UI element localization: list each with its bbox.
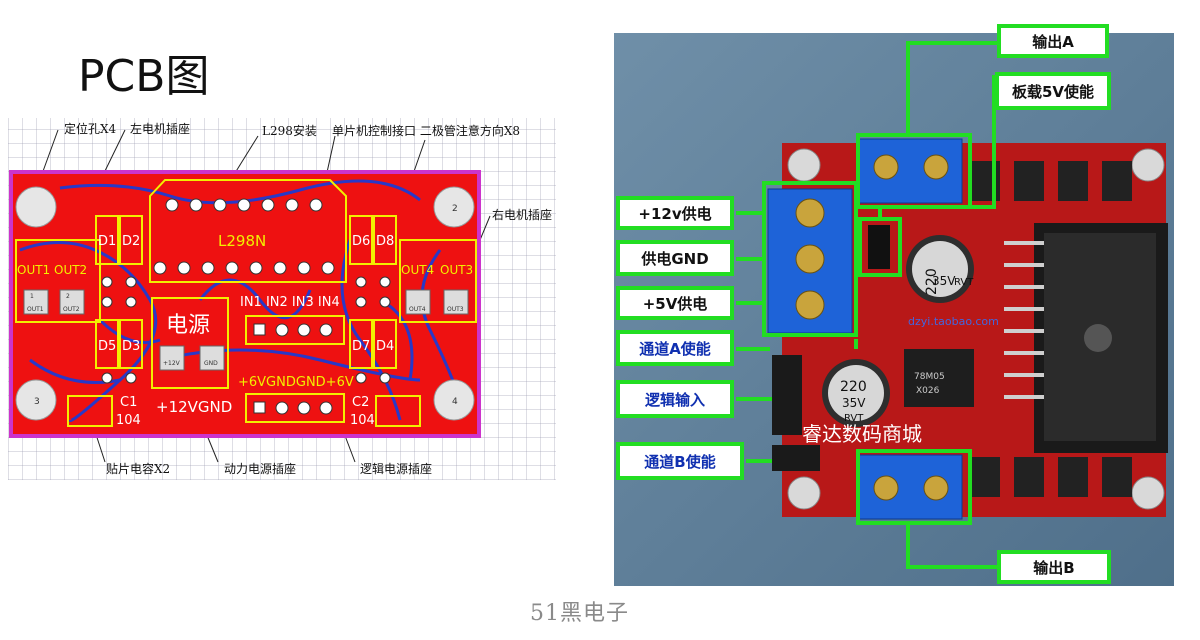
logic-input-header (772, 355, 802, 435)
smd-diodes-bottom (970, 457, 1132, 497)
diode-pads (101, 276, 391, 384)
l298-pins (153, 198, 335, 275)
chip-label: L298N (218, 232, 266, 250)
5v-jumper (868, 225, 890, 269)
site-watermark: 51黑电子 (530, 601, 629, 626)
pad-12v: +12V (163, 360, 181, 367)
c2-footprint (375, 395, 421, 427)
c1-footprint (67, 395, 113, 427)
label-ena: 通道A使能 (616, 330, 734, 366)
cap1-value: 220 (924, 268, 940, 295)
input-pins (253, 323, 333, 337)
pad-out1: OUT1 (27, 306, 44, 313)
module-photo: 220 35V RVT 220 35V RVT 78M05 X026 睿达数码商… (614, 33, 1174, 586)
cap2-type: RVT (844, 413, 864, 424)
cap2-voltage: 35V (842, 396, 866, 410)
label-logic-input: 逻辑输入 (616, 380, 734, 418)
pad-out2: OUT2 (63, 306, 80, 313)
callout-mount-holes: 定位孔X4 (64, 122, 117, 136)
logic-pins-label: +6VGNDGND+6V (238, 375, 354, 390)
out4-label: OUT4 (401, 263, 434, 277)
cap1-type: RVT (954, 277, 974, 288)
out2-label: OUT2 (54, 263, 87, 277)
capacitor-bottom (822, 359, 890, 427)
mounting-holes (15, 186, 475, 421)
callout-mcu-diode: 单片机控制接口 二极管注意方向X8 (332, 124, 520, 138)
output-b-screws (873, 475, 949, 501)
callout-power-socket: 动力电源插座 (224, 462, 297, 476)
c2-label: C2 (352, 395, 369, 410)
callout-logic-socket: 逻辑电源插座 (360, 462, 433, 476)
hole-2-label: 2 (452, 204, 458, 214)
right-motor-connector (399, 239, 477, 323)
d3-label: D3 (122, 339, 140, 354)
regulator-label: 78M05 (914, 372, 945, 382)
hole-3-label: 3 (34, 397, 40, 407)
logic-pins (253, 401, 333, 415)
page-title: PCB图 (78, 51, 210, 102)
power-terminal-screws (795, 198, 825, 320)
out3-label: OUT3 (440, 263, 473, 277)
label-5v: +5V供电 (616, 286, 734, 320)
output-terminals (23, 289, 469, 315)
logic-header (245, 393, 345, 423)
d6-label: D6 (352, 234, 370, 249)
label-onboard-5v: 板载5V使能 (995, 72, 1111, 110)
pad-2-number: 2 (66, 293, 70, 300)
callout-left-motor: 左电机插座 (130, 122, 191, 136)
out1-label: OUT1 (17, 263, 50, 277)
power-terminals (159, 345, 225, 371)
voltage-regulator (904, 349, 974, 407)
c1-value: 104 (116, 413, 141, 428)
d9-label: D4 (376, 339, 394, 354)
d7-label: D7 (352, 339, 370, 354)
label-enb: 通道B使能 (616, 442, 744, 480)
inputs-label: IN1 IN2 IN3 IN4 (240, 295, 340, 310)
pad-out4: OUT4 (409, 306, 426, 313)
pad-gnd: GND (204, 360, 218, 367)
callout-right-motor: 右电机插座 (492, 208, 553, 222)
callout-smd-cap: 贴片电容X2 (106, 462, 171, 476)
pad-1-number: 1 (30, 293, 34, 300)
cap1-voltage: 35V (932, 274, 956, 288)
regulator-code: X026 (916, 386, 940, 396)
shop-watermark: 睿达数码商城 (802, 422, 922, 446)
heatsink-screw (1084, 324, 1112, 352)
enb-jumper (772, 445, 820, 471)
pcb-diagram: 2 3 4 L298N OUT1 OUT2 OUT4 OUT3 1 OUT1 2… (9, 129, 491, 463)
pad-out3: OUT3 (447, 306, 464, 313)
capacitor-top (906, 235, 974, 303)
d5-label: D5 (98, 339, 116, 354)
power-block (151, 297, 229, 389)
label-12v: +12v供电 (616, 196, 734, 230)
label-output-b: 输出B (997, 550, 1111, 584)
chip-legs (1004, 241, 1044, 399)
d2-label: D2 (122, 234, 140, 249)
label-output-a: 输出A (997, 24, 1109, 58)
output-a-screws (873, 154, 949, 180)
cap2-value: 220 (840, 379, 867, 395)
input-header (245, 315, 345, 345)
d8-label: D8 (376, 234, 394, 249)
url-watermark: dzyi.taobao.com (908, 315, 999, 328)
left-motor-connector (15, 239, 101, 323)
c2-value: 104 (350, 413, 375, 428)
callout-l298: L298安装 (262, 124, 317, 138)
c1-label: C1 (120, 395, 137, 410)
hole-4-label: 4 (452, 397, 458, 407)
l298-footprint (149, 179, 347, 283)
label-gnd: 供电GND (616, 240, 734, 276)
module-mount-holes (787, 148, 1165, 510)
power-label: 电源 (166, 313, 210, 338)
d1-label: D1 (98, 234, 116, 249)
diode-footprints (95, 215, 397, 369)
power-pins-label: +12VGND (156, 398, 232, 416)
